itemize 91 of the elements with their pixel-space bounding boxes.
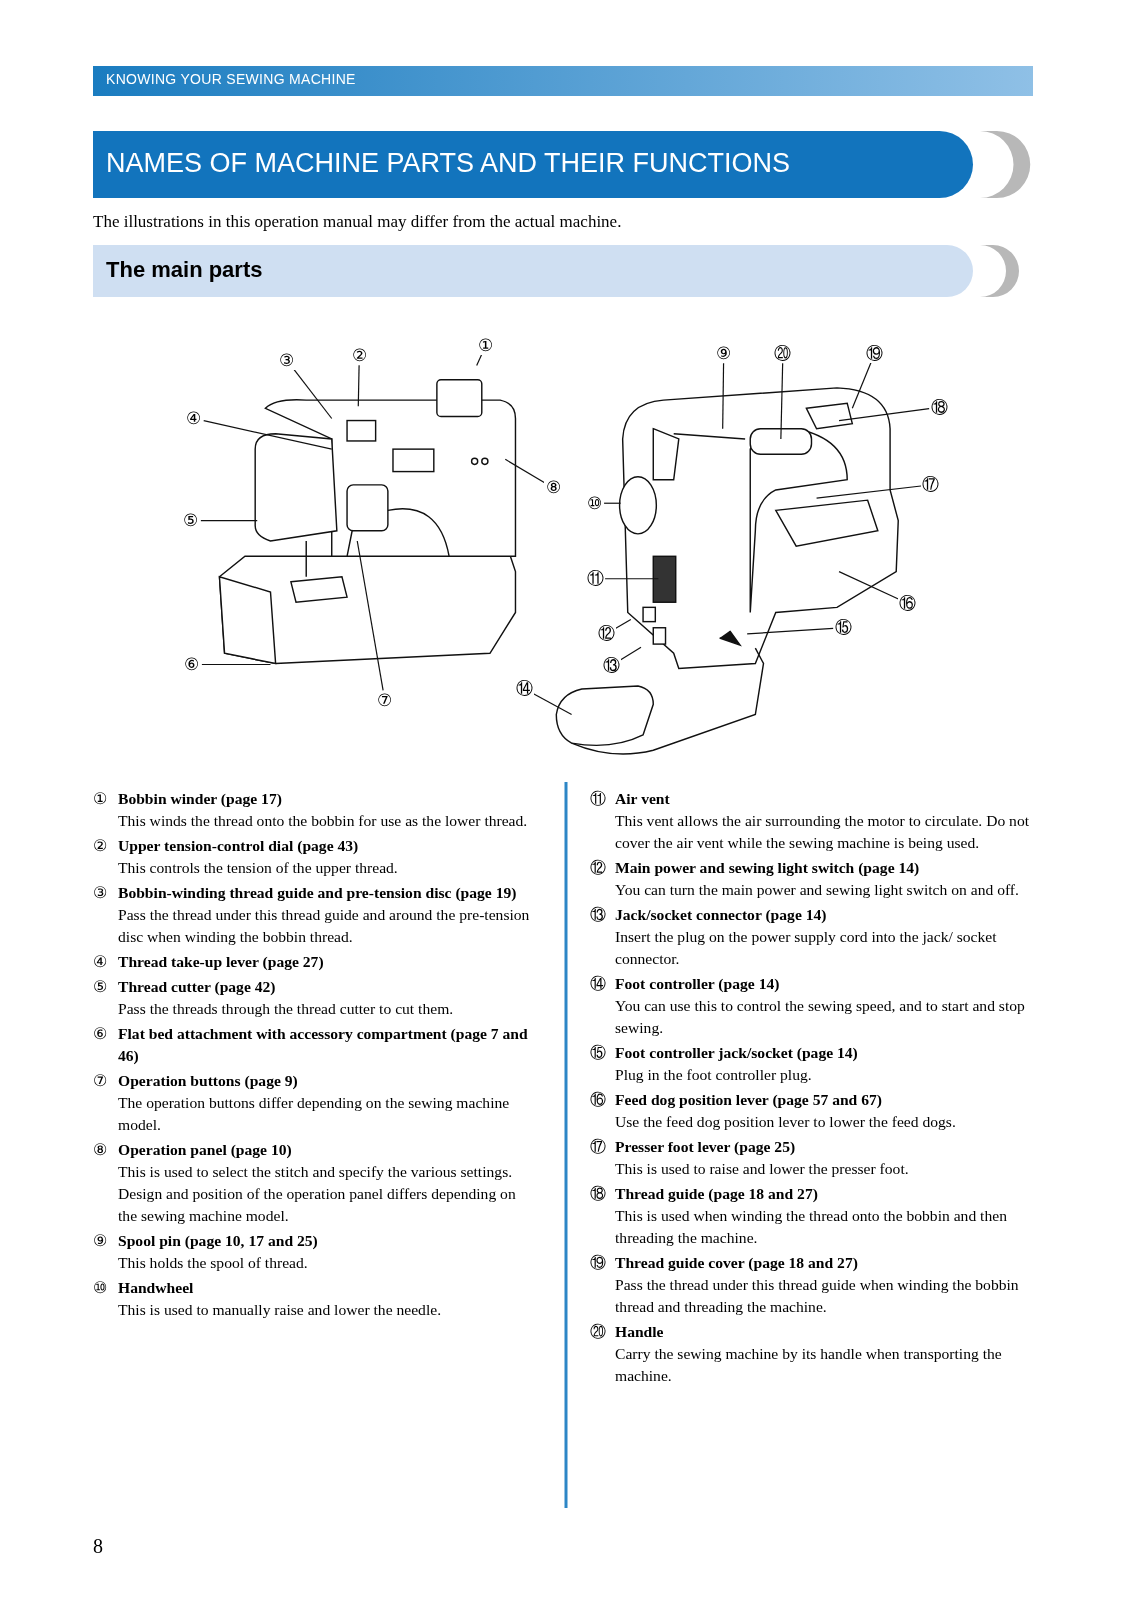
callout-number: ① [93,789,107,809]
part-name: Foot controller (page 14) [615,974,781,994]
part-description: Pass the thread under this thread guide when winding the bobbin thread and threading the machine. [615,1275,1020,1317]
section-heading: KNOWING YOUR SEWING MACHINE [106,71,356,87]
part-name: Operation buttons (page 9) [118,1071,299,1091]
callout-number: ⑫ [596,624,616,644]
leader-line [614,619,632,630]
leader-line [838,408,930,422]
callout-number: ⑰ [921,475,941,495]
callout-number: ⑩ [93,1278,107,1298]
part-name: Thread cutter (page 42) [118,977,277,997]
callout-number: ⑤ [93,977,107,997]
leader-line [476,353,483,367]
callout-number: ⑱ [590,1184,606,1204]
part-description: This vent allows the air surrounding the motor to circulate. Do not cover the air vent while the sewing machine is being used. [615,811,1030,853]
part-description: This is used when winding the thread onto the bobbin and then threading the machine. [615,1206,1008,1248]
leader-line [816,485,922,499]
part-name: Upper tension-control dial (page 43) [118,836,360,856]
part-description: Use the feed dog position lever to lower the feed dogs. [615,1112,957,1132]
leader-line [851,361,872,409]
part-description: This winds the thread onto the bobbin for use as the lower thread. [118,811,529,831]
callout-number: ⑪ [585,569,605,589]
leader-line [746,627,834,635]
callout-number: ⑮ [833,618,853,638]
part-description: This holds the spool of thread. [118,1253,309,1273]
callout-number: ⑯ [897,593,917,613]
part-description: This is used to raise and lower the presser foot. [615,1159,910,1179]
leader-line [780,362,784,440]
callout-number: ⑮ [590,1043,606,1063]
callout-number: ⑫ [590,858,606,878]
part-description: The operation buttons differ depending on the sewing machine model. [118,1093,511,1135]
leader-line [203,420,333,450]
part-description: Pass the thread under this thread guide and around the pre-tension disc when winding the bobbin thread. [118,905,531,947]
leader-line [200,520,258,522]
callout-number: ⑦ [93,1071,107,1091]
part-description: Plug in the foot controller plug. [615,1065,813,1085]
part-name: Operation panel (page 10) [118,1140,293,1160]
leader-line [604,578,659,580]
part-description: This controls the tension of the upper thread. [118,858,399,878]
part-name: Thread guide (page 18 and 27) [615,1184,819,1204]
callout-number: ⑭ [515,679,535,699]
part-description: You can turn the main power and sewing light switch on and off. [615,880,1020,900]
part-description: You can use this to control the sewing speed, and to start and stop sewing. [615,996,1026,1038]
part-name: Handle [615,1322,665,1342]
callout-number: ⑱ [929,397,949,417]
part-description: Carry the sewing machine by its handle when transporting the machine. [615,1344,1003,1386]
callout-number: ③ [277,350,297,370]
part-name: Air vent [615,789,671,809]
part-name: Thread guide cover (page 18 and 27) [615,1253,859,1273]
part-description: This is used to manually raise and lower the needle. [118,1300,443,1320]
callout-number: ⑬ [601,656,621,675]
callout-number: ⑳ [590,1322,606,1342]
part-description: This is used to select the stitch and specify the various settings. Design and position of the operation panel differs depending on the sewing machine model. [118,1162,517,1226]
page-title: NAMES OF MACHINE PARTS AND THEIR FUNCTIONS [106,148,791,179]
part-name: Feed dog position lever (page 57 and 67) [615,1090,883,1110]
part-name: Spool pin (page 10, 17 and 25) [118,1231,319,1251]
callout-number: ⑲ [590,1253,606,1273]
callout-number: ② [93,836,107,856]
callout-number: ⑲ [865,343,885,363]
leader-line [619,646,642,661]
part-name: Presser foot lever (page 25) [615,1137,797,1157]
leader-line [201,663,272,666]
subtitle: The main parts [106,257,263,283]
callout-number: ⑰ [590,1137,606,1157]
part-name: Jack/socket connector (page 14) [615,905,828,925]
callout-number: ⑳ [773,343,793,363]
part-name: Bobbin-winding thread guide and pre-tension disc (page 19) [118,883,518,903]
callout-number: ⑯ [590,1090,606,1110]
leader-line [356,540,384,691]
leader-line [838,571,899,600]
callout-number: ⑨ [93,1231,107,1251]
part-name: Bobbin winder (page 17) [118,789,283,809]
callout-number: ⑬ [590,905,606,925]
part-name: Main power and sewing light switch (page 14) [615,858,921,878]
callout-number: ④ [93,952,107,972]
callout-number: ⑪ [590,789,606,809]
page-number: 8 [93,1535,103,1558]
note-text: The illustrations in this operation manual may differ from the actual machine. [93,212,622,232]
part-description: Insert the plug on the power supply cord into the jack/ socket connector. [615,927,998,969]
leader-line [292,367,333,420]
callout-number: ⑥ [93,1024,107,1044]
leader-line [722,362,725,430]
part-name: Flat bed attachment with accessory compartment (page 7 and 46) [118,1024,529,1066]
callout-number: ③ [93,883,107,903]
part-description: Pass the threads through the thread cutter to cut them. [118,999,455,1019]
callout-number: ⑧ [93,1140,107,1160]
leader-line [357,364,360,407]
part-name: Thread take-up lever (page 27) [118,952,325,972]
callout-number: ⑭ [590,974,606,994]
part-name: Foot controller jack/socket (page 14) [615,1043,859,1063]
part-name: Handwheel [118,1278,195,1298]
